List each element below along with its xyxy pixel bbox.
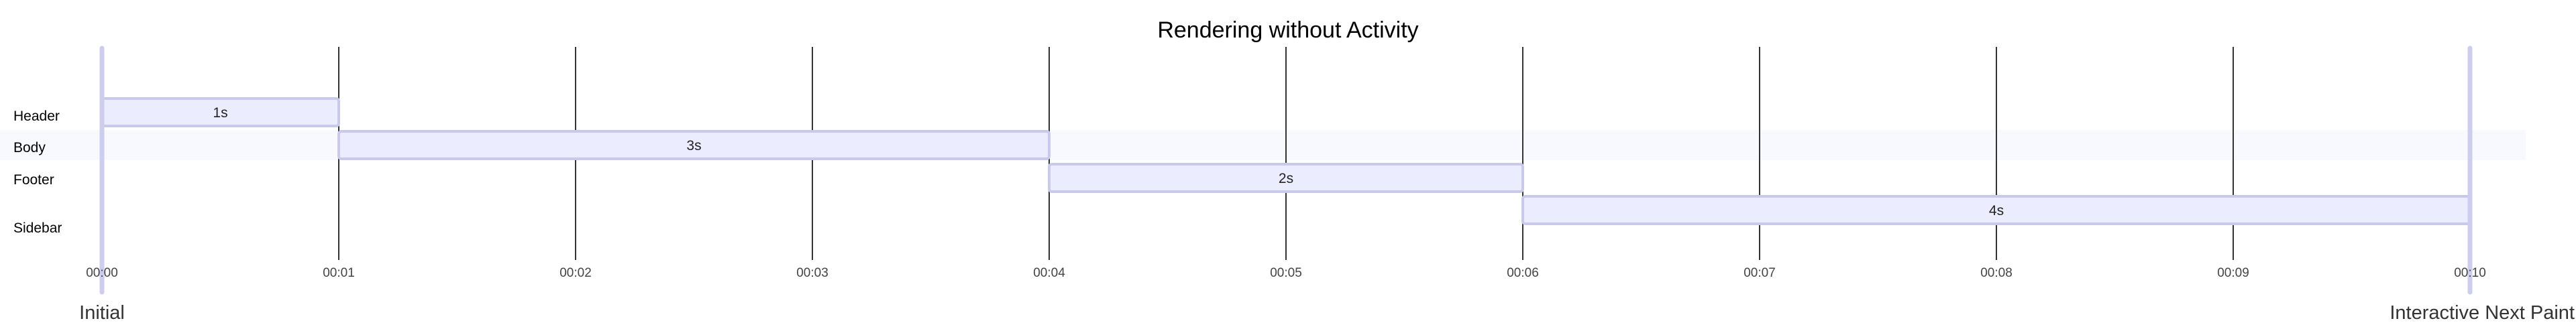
- milestone-label: Interactive Next Paint: [2390, 302, 2575, 324]
- task-bar-body: [337, 130, 1051, 160]
- task-bar-footer: [1048, 163, 1524, 193]
- tick-label: 00:01: [323, 266, 355, 280]
- tick-label: 00:05: [1270, 266, 1302, 280]
- tick-label: 00:08: [1980, 266, 2012, 280]
- tick-label: 00:02: [559, 266, 592, 280]
- tick-label: 00:09: [2217, 266, 2249, 280]
- tick-label: 00:03: [796, 266, 828, 280]
- milestone-label: Initial: [79, 302, 125, 324]
- tick-label: 00:10: [2454, 266, 2486, 280]
- task-label: 1s: [213, 105, 227, 121]
- tick-label: 00:06: [1507, 266, 1539, 280]
- row-label-sidebar: Sidebar: [13, 220, 62, 236]
- task-label: 4s: [1989, 203, 2004, 218]
- row-label-footer: Footer: [13, 172, 54, 188]
- tick-label: 00:07: [1743, 266, 1776, 280]
- chart-title: Rendering without Activity: [1157, 17, 1418, 43]
- tick-label: 00:04: [1033, 266, 1065, 280]
- task-label: 3s: [686, 138, 701, 153]
- tick-label: 00:00: [86, 266, 118, 280]
- row-label-header: Header: [13, 109, 60, 124]
- row-label-body: Body: [13, 140, 46, 155]
- task-label: 2s: [1279, 171, 1293, 186]
